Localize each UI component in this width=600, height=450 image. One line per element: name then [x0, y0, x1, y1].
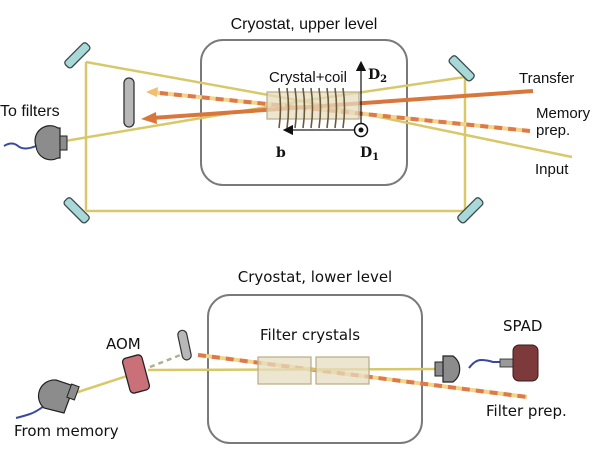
- memory-prep-label-2: prep.: [536, 122, 570, 139]
- mirror-bottom-left: [63, 197, 90, 224]
- to-filters-label: To filters: [0, 103, 60, 120]
- beam-block-lower: [177, 329, 192, 361]
- fiber-coupler-to-filters: [3, 125, 68, 161]
- upper-cryostat-box: [200, 39, 408, 186]
- aom: [121, 354, 151, 394]
- input-label: Input: [535, 161, 569, 178]
- memory-prep-label-1: Memory: [536, 105, 591, 122]
- mirror-bottom-right: [457, 197, 484, 224]
- memory-prep-arrowhead: [146, 87, 158, 97]
- transfer-arrowhead: [141, 112, 157, 124]
- coil: [278, 87, 346, 129]
- spad-detector: [512, 344, 539, 382]
- crystal-coil-label: Crystal+coil: [269, 69, 347, 86]
- filter-crystal-2: [315, 356, 370, 385]
- lower-level: Cryostat, lower level Filter crystals AO…: [14, 268, 567, 444]
- filter-crystal-1: [257, 356, 312, 385]
- aom-label: AOM: [106, 335, 141, 353]
- lower-cryostat-title: Cryostat, lower level: [238, 268, 392, 286]
- filter-crystals-label: Filter crystals: [260, 326, 360, 344]
- crystal-axes: D2 D1 b: [276, 60, 387, 163]
- d1-label: D1: [360, 145, 379, 163]
- mirror-top-left: [64, 42, 91, 69]
- beam-block-upper: [123, 77, 135, 128]
- upper-cryostat-title: Cryostat, upper level: [231, 16, 378, 33]
- mirror-top-right: [448, 55, 475, 82]
- upper-level: Cryostat, upper level: [0, 16, 591, 224]
- transfer-label: Transfer: [519, 70, 574, 87]
- filter-prep-label: Filter prep.: [486, 402, 567, 420]
- fiber-coupler-from-memory: [15, 379, 80, 419]
- b-label: b: [276, 145, 286, 161]
- aom-zero-order-beam: [149, 352, 184, 369]
- from-memory-label: From memory: [14, 422, 119, 440]
- fiber-coupler-to-spad: [434, 355, 514, 383]
- d2-label: D2: [368, 67, 387, 85]
- spad-label: SPAD: [503, 317, 542, 335]
